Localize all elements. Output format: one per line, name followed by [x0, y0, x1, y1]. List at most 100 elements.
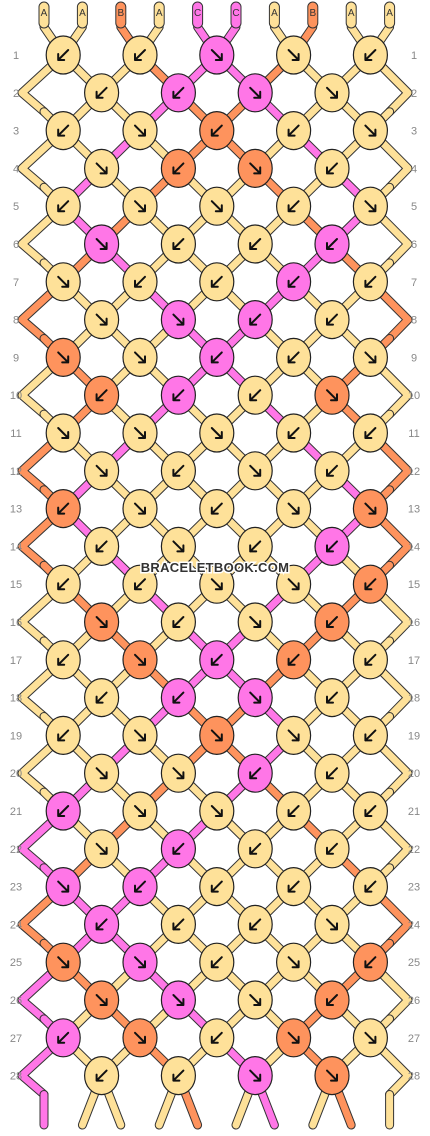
arrow-down-left-icon [249, 313, 262, 326]
strand-label: B [115, 1, 127, 29]
knot-grid [45, 35, 388, 1096]
arrow-down-right-icon [172, 994, 185, 1006]
knot [45, 866, 81, 907]
arrow-down-right-icon [134, 729, 146, 742]
knot [160, 980, 196, 1020]
arrow-down-right-icon [95, 994, 108, 1006]
arrow-down-right-icon [249, 86, 262, 99]
knot [237, 829, 273, 869]
row-number-right: 28 [408, 1071, 420, 1083]
knot [199, 791, 235, 831]
arrow-down-right-icon [210, 805, 223, 817]
row-number-right: 27 [408, 1033, 420, 1045]
row-number-left: 21 [10, 806, 22, 818]
arrow-down-left-icon [364, 49, 377, 61]
knot [199, 942, 235, 982]
knot [122, 35, 158, 75]
arrow-down-right-icon [287, 49, 300, 61]
arrow-down-right-icon [57, 956, 70, 969]
row-number-left: 3 [13, 126, 19, 138]
arrow-down-right-icon [249, 691, 262, 704]
knot [122, 640, 158, 680]
knot [122, 715, 158, 756]
arrow-down-left-icon [249, 540, 262, 553]
knot [276, 942, 312, 982]
knot [352, 337, 388, 377]
edge-strand-segment [18, 883, 67, 947]
svg-text:B: B [117, 8, 124, 19]
knot [276, 1018, 312, 1058]
row-number-right: 8 [411, 315, 417, 327]
arrow-down-right-icon [249, 994, 262, 1006]
knot [122, 337, 158, 377]
edge-strand-segment [18, 127, 67, 191]
arrow-down-left-icon [172, 691, 185, 704]
knot [314, 451, 350, 491]
arrow-down-right-icon [326, 86, 338, 99]
knot [83, 526, 120, 567]
knot [83, 224, 120, 264]
strand-label: C [192, 1, 204, 29]
arrow-down-left-icon [57, 502, 70, 515]
arrow-down-left-icon [287, 427, 300, 439]
row-number-right: 9 [411, 352, 417, 364]
arrow-down-left-icon [57, 653, 70, 666]
row-number-left: 10 [10, 390, 22, 402]
arrow-down-left-icon [287, 653, 300, 666]
knot [160, 904, 196, 945]
knot [237, 1055, 273, 1096]
knot [199, 866, 235, 907]
knot [83, 980, 120, 1020]
row-number-right: 4 [411, 163, 417, 175]
arrow-down-left-icon [326, 767, 338, 780]
knot [237, 300, 273, 340]
knot [314, 904, 350, 945]
arrow-down-right-icon [134, 805, 146, 817]
arrow-down-left-icon [364, 578, 377, 591]
arrow-down-left-icon [249, 767, 262, 780]
svg-text:A: A [386, 8, 393, 19]
arrow-down-right-icon [134, 502, 146, 515]
arrow-down-left-icon [172, 616, 185, 628]
knot [314, 148, 350, 188]
arrow-down-right-icon [210, 729, 223, 742]
arrow-down-left-icon [364, 427, 377, 439]
knot [237, 148, 273, 188]
arrow-down-right-icon [95, 464, 108, 477]
strand-label: C [230, 1, 242, 29]
arrow-down-left-icon [57, 49, 70, 61]
knot [352, 35, 388, 75]
arrow-down-right-icon [287, 729, 300, 742]
arrow-down-left-icon [57, 200, 70, 213]
knot [83, 300, 120, 340]
knot [122, 1018, 158, 1058]
arrow-down-right-icon [95, 313, 108, 326]
row-number-left: 11 [10, 428, 21, 440]
knot [352, 791, 388, 831]
knot [83, 602, 120, 642]
row-number-right: 22 [408, 844, 420, 856]
knot [160, 224, 196, 264]
arrow-down-right-icon [210, 427, 223, 439]
knot [45, 791, 81, 831]
arrow-down-right-icon [95, 616, 108, 628]
arrow-down-left-icon [172, 842, 185, 855]
edge-strand-segment [18, 656, 67, 720]
knot [314, 1055, 350, 1096]
row-number-left: 5 [13, 201, 19, 213]
strand-label: A [268, 1, 280, 29]
knot [45, 564, 81, 604]
arrow-down-right-icon [210, 200, 223, 213]
knot [276, 35, 312, 75]
arrow-down-left-icon [364, 956, 377, 969]
row-number-right: 15 [408, 579, 420, 591]
knot [45, 942, 81, 982]
arrow-down-left-icon [326, 238, 338, 250]
arrow-down-left-icon [210, 275, 223, 288]
knot [199, 564, 235, 604]
knot [237, 753, 273, 793]
arrow-down-right-icon [134, 956, 146, 969]
arrow-down-left-icon [134, 880, 146, 893]
